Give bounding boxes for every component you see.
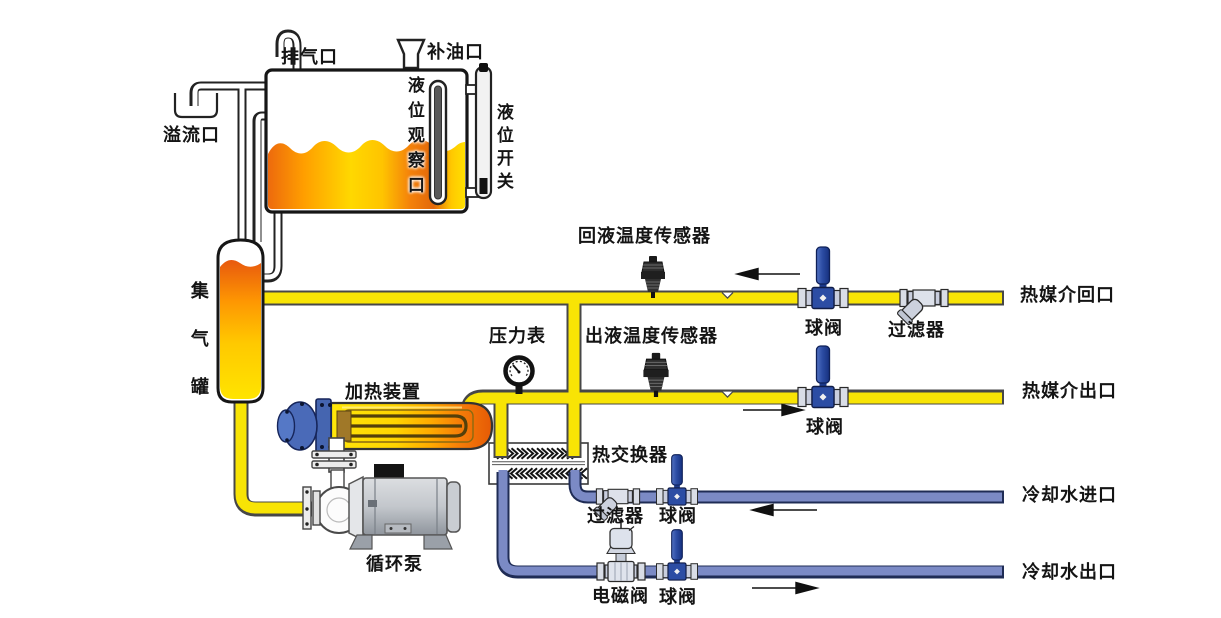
gas-collector-liquid (220, 259, 261, 399)
flow-arrow-left-cooling-inlet-icon (749, 503, 817, 517)
label-heater: 加热装置 (345, 382, 421, 403)
label-ball-valve-cooling-inlet: 球阀 (659, 506, 697, 527)
label-port-hot-medium-return: 热媒介回口 (1020, 285, 1115, 306)
flow-arrow-right-hot-outlet-icon (743, 403, 806, 417)
label-port-hot-medium-outlet: 热媒介出口 (1022, 381, 1117, 402)
label-overflow-port: 溢流口 (163, 125, 220, 146)
ball-valve-cooling-outlet (655, 529, 699, 581)
hot-oil-pipes (233, 290, 1004, 517)
ball-valve-hot-return (797, 246, 849, 310)
label-circulation-pump: 循环泵 (366, 554, 423, 575)
circulation-pump (302, 437, 461, 550)
heater (276, 398, 494, 454)
tank-connecting-pipes (189, 29, 302, 283)
cooling-water-pipes (496, 470, 1004, 579)
motor-terminal-box (374, 464, 404, 480)
label-filter-hot-return: 过滤器 (888, 320, 945, 341)
oil-tank-liquid (268, 139, 465, 209)
label-solenoid-valve: 电磁阀 (592, 586, 649, 607)
label-pressure-gauge: 压力表 (489, 326, 546, 347)
pump-motor (348, 464, 461, 550)
label-ball-valve-cooling-outlet: 球阀 (659, 587, 697, 608)
heater-head (276, 398, 332, 454)
solenoid-valve (596, 519, 646, 583)
label-ball-valve-hot-return: 球阀 (805, 318, 843, 339)
ball-valve-hot-outlet (797, 345, 849, 409)
label-oil-fill-port: 补油口 (427, 42, 484, 63)
label-heat-exchanger: 热交换器 (592, 445, 668, 466)
pipe-notch (721, 292, 734, 300)
heater-elements (349, 414, 468, 438)
label-return-temp-sensor: 回液温度传感器 (578, 226, 711, 247)
label-level-sight-glass: 液位观察口 (403, 76, 424, 201)
label-port-cooling-water-outlet: 冷却水出口 (1022, 562, 1117, 583)
label-gas-collector-tank: 集气罐 (187, 281, 209, 425)
pipe-notch (721, 391, 734, 399)
gas-collector-tank (216, 238, 265, 404)
flow-arrow-right-cooling-outlet-icon (752, 581, 820, 595)
label-ball-valve-hot-outlet: 球阀 (806, 417, 844, 438)
sight-glass (428, 79, 448, 206)
label-level-switch: 液位开关 (492, 103, 513, 195)
level-switch (465, 63, 493, 200)
pressure-gauge (503, 355, 535, 394)
label-vent-port: 排气口 (281, 47, 338, 68)
heat-exchanger-divider (492, 461, 585, 466)
flow-arrow-left-hot-return-icon (734, 267, 800, 281)
oil-tank (264, 63, 493, 214)
oil-fill-funnel (396, 38, 426, 70)
label-outlet-temp-sensor: 出液温度传感器 (585, 326, 718, 347)
label-filter-cooling-inlet: 过滤器 (587, 506, 644, 527)
label-port-cooling-water-inlet: 冷却水进口 (1022, 485, 1117, 506)
